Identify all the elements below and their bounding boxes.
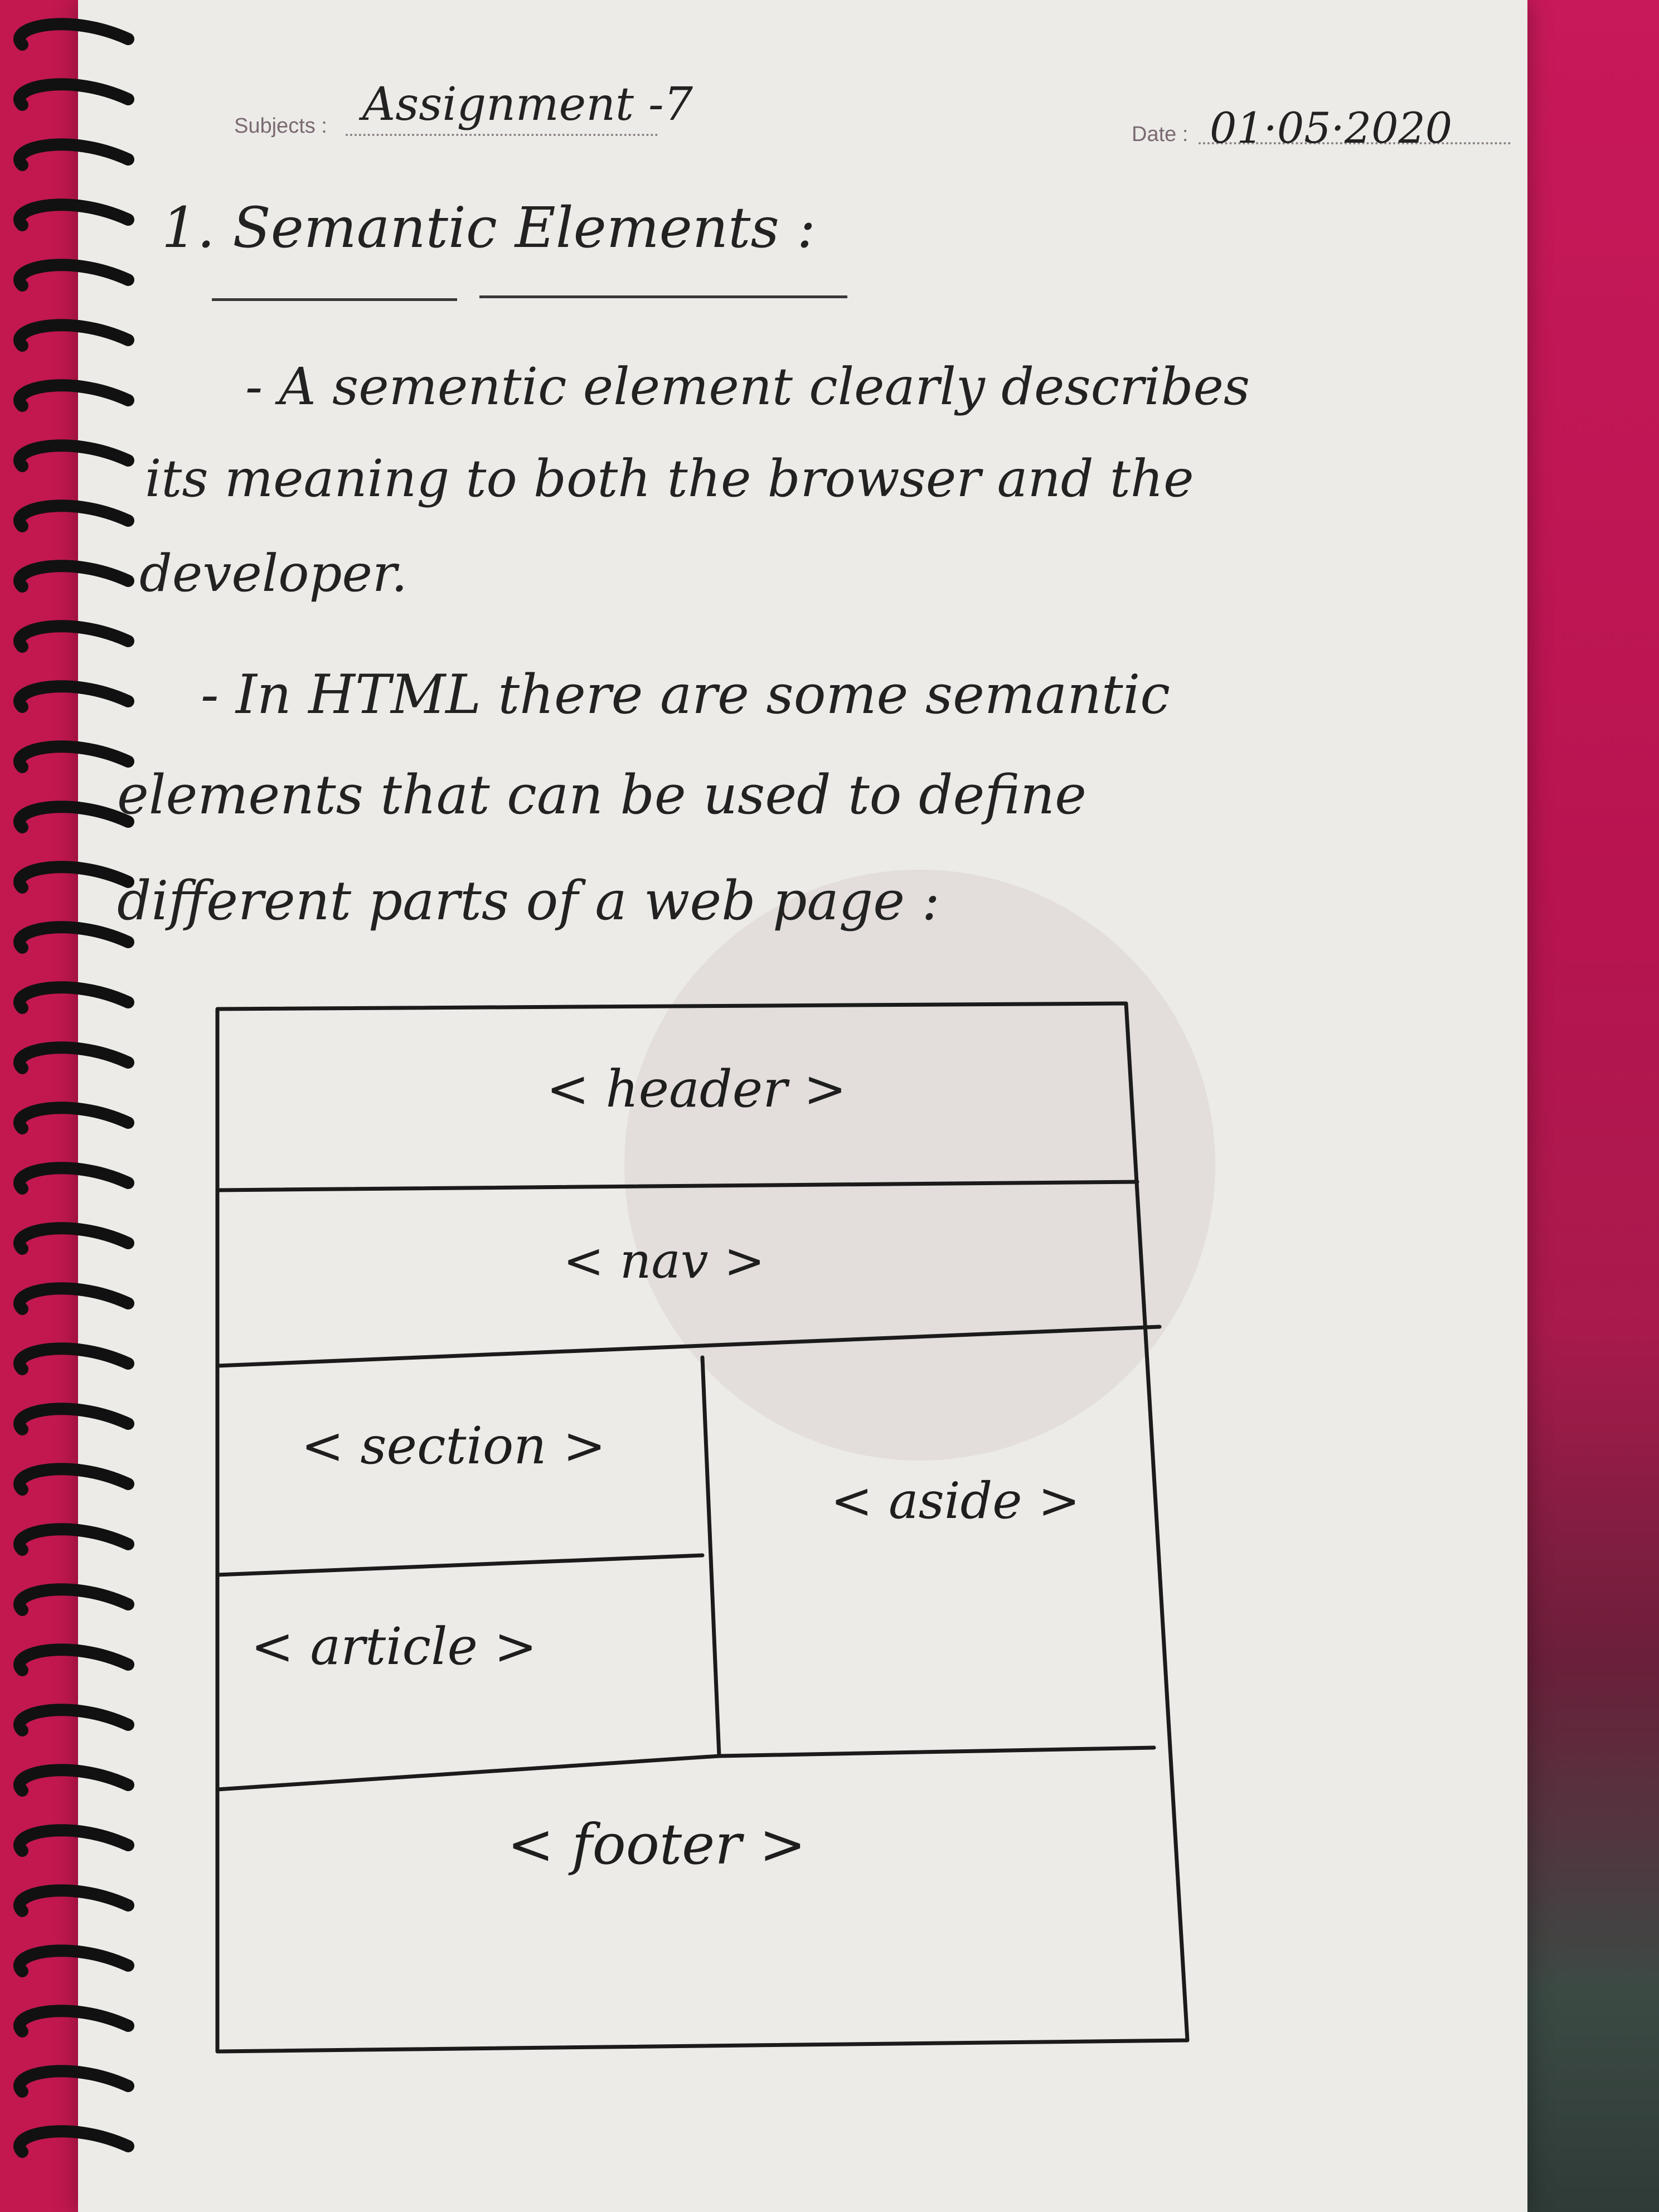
subjects-label: Subjects : (234, 114, 327, 138)
heading-underline (212, 298, 457, 301)
spiral-coil (13, 1102, 134, 1134)
spiral-coil (13, 1884, 134, 1917)
spiral-coil (13, 1824, 134, 1857)
spiral-coil (13, 740, 134, 773)
spiral-coil (13, 1282, 134, 1315)
spiral-coil (13, 1643, 134, 1676)
spiral-coil (13, 1342, 134, 1375)
diagram-label-article: < article > (251, 1617, 537, 1676)
spiral-coil (13, 861, 134, 894)
date-underline (1199, 142, 1511, 144)
spiral-coil (13, 198, 134, 231)
spiral-coil (13, 439, 134, 472)
diagram-label-header: < header > (546, 1059, 847, 1119)
diagram-label-footer: < footer > (507, 1812, 806, 1877)
spiral-coil (13, 1041, 134, 1074)
paragraph-2-line-3: different parts of a web page : (117, 870, 940, 932)
spiral-coil (13, 1162, 134, 1195)
section-heading: 1. Semantic Elements : (162, 195, 816, 260)
spiral-coil (13, 1764, 134, 1797)
diagram-label-nav: < nav > (563, 1232, 765, 1289)
paragraph-1-line-3: developer. (139, 544, 408, 603)
spiral-coil (13, 981, 134, 1014)
date-label: Date : (1132, 123, 1189, 146)
spiral-binding (13, 18, 134, 2158)
date-value: 01·05·2020 (1210, 103, 1453, 153)
spiral-coil (13, 1222, 134, 1255)
spiral-coil (13, 801, 134, 833)
spiral-coil (13, 1583, 134, 1616)
nav-divider (215, 1325, 1162, 1368)
outer-box (215, 1001, 1190, 2054)
section-article-divider (215, 1553, 705, 1577)
paragraph-1-line-2: its meaning to both the browser and the (145, 449, 1194, 508)
notebook-page: Subjects : Assignment -7 Date : 01·05·20… (78, 0, 1527, 2212)
header-divider (215, 1180, 1139, 1192)
spiral-coil (13, 78, 134, 111)
spiral-coil (13, 1523, 134, 1556)
spiral-coil (13, 259, 134, 292)
background-right (1505, 0, 1659, 2212)
spiral-coil (13, 379, 134, 412)
diagram-label-aside: < aside > (831, 1472, 1080, 1530)
paragraph-2-line-2: elements that can be used to define (117, 764, 1086, 826)
semantic-layout-diagram (215, 1001, 1190, 2054)
spiral-coil (13, 1403, 134, 1435)
spiral-coil (13, 319, 134, 352)
spiral-coil (13, 680, 134, 713)
paragraph-1-line-1: - A sementic element clearly describes (245, 357, 1250, 416)
spiral-coil (13, 499, 134, 532)
spiral-coil (13, 1704, 134, 1736)
spiral-coil (13, 921, 134, 954)
spiral-coil (13, 18, 134, 51)
spiral-coil (13, 1944, 134, 1977)
spiral-coil (13, 560, 134, 593)
spiral-coil (13, 2125, 134, 2158)
subjects-underline (346, 134, 658, 136)
diagram-label-section: < section > (301, 1416, 606, 1476)
heading-underline-2 (479, 295, 847, 298)
main-footer-divider (215, 1745, 1156, 1792)
spiral-coil (13, 1463, 134, 1496)
subjects-value: Assignment -7 (362, 78, 693, 131)
paragraph-2-line-1: - In HTML there are some semantic (201, 663, 1171, 726)
spiral-coil (13, 2065, 134, 2098)
spiral-coil (13, 2005, 134, 2038)
watermark-logo (624, 870, 1215, 1461)
spiral-coil (13, 138, 134, 171)
aside-divider (700, 1355, 721, 1758)
spiral-coil (13, 620, 134, 653)
